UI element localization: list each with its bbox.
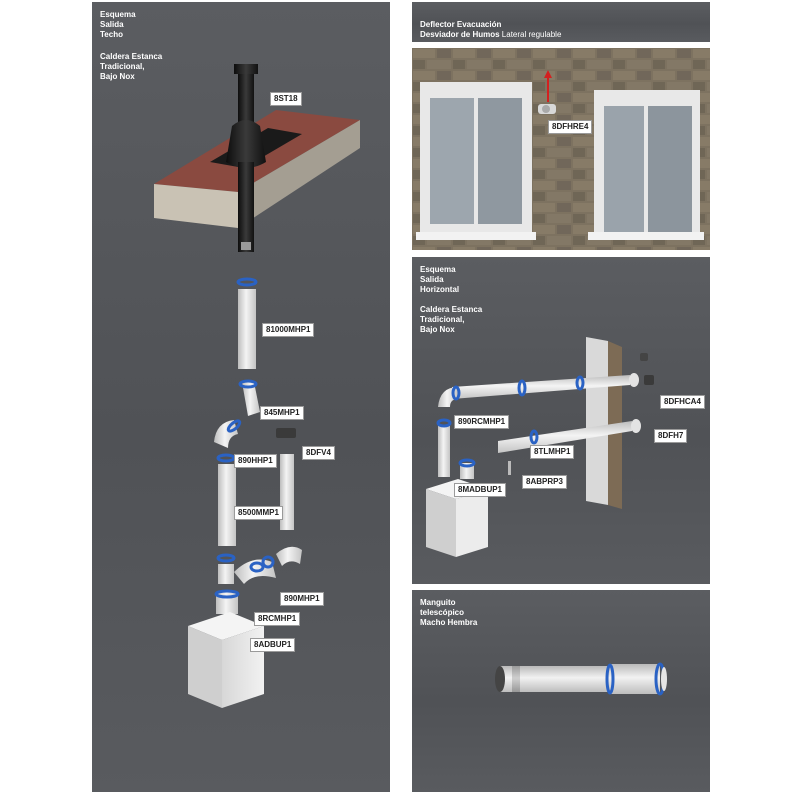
deflector-photo: 8DFHRE4 (412, 48, 710, 250)
panel-horizontal-subtitle: Caldera Estanca Tradicional, Bajo Nox (420, 305, 483, 334)
label-8dfv4: 8DFV4 (302, 446, 335, 460)
label-8madbup1: 8MADBUP1 (454, 483, 507, 497)
panel-telescopic-title: Manguito telescópico Macho Hembra (420, 598, 478, 627)
panel-vertical-subtitle: Caldera Estanca Tradicional, Bajo Nox (100, 52, 163, 81)
label-8dfhca4: 8DFHCA4 (660, 395, 705, 409)
pipe-short (218, 564, 234, 584)
elbow-90hh (214, 420, 238, 448)
roof-terminal-icon (226, 64, 266, 252)
label-845mhp1: 845MHP1 (260, 406, 304, 420)
label-8adbup1: 8ADBUP1 (250, 638, 296, 652)
panel-telescopic: Manguito telescópico Macho Hembra (412, 590, 710, 792)
panel-deflector: Deflector Evacuación Desviador de Humos … (412, 2, 710, 42)
elbow-890m-b (276, 546, 302, 566)
window-right (588, 90, 704, 240)
pipe-8500-b (280, 454, 294, 530)
bracket-8abprp3 (508, 461, 511, 475)
panel-vertical-title: Esquema Salida Techo (100, 10, 136, 39)
deflector-terminal-icon (538, 70, 556, 114)
panel-horizontal-title: Esquema Salida Horizontal (420, 265, 460, 294)
telescopic-sleeve-diagram (495, 662, 667, 696)
window-left (416, 82, 536, 240)
horizontal-diagram (426, 337, 654, 557)
telescopic-sleeve-icon (495, 662, 667, 696)
label-8tlmhp1: 8TLMHP1 (530, 445, 575, 459)
wall-section (586, 337, 622, 509)
label-81000mhp1: 81000MHP1 (262, 323, 315, 337)
pipe-upper (452, 375, 630, 399)
label-890mhp1: 890MHP1 (280, 592, 324, 606)
elbow-45 (242, 382, 260, 416)
panel-horizontal-outlet: Esquema Salida Horizontal Caldera Estanc… (412, 257, 710, 584)
cap-8dfv4 (276, 428, 296, 438)
label-8st18: 8ST18 (270, 92, 302, 106)
label-8abprp3: 8ABPRP3 (522, 475, 567, 489)
pipe-8500 (218, 464, 236, 546)
label-8dfh7: 8DFH7 (654, 429, 688, 443)
label-890rcmhp1: 890RCMHP1 (454, 415, 510, 429)
deflector-wall-scene (412, 48, 710, 250)
boiler-horizontal-icon (426, 479, 488, 557)
label-8dfhre4: 8DFHRE4 (548, 120, 593, 134)
pipe-vertical (438, 425, 450, 477)
cap-top (640, 353, 648, 361)
label-8500mmp1: 8500MMP1 (234, 506, 283, 520)
panel-deflector-title: Deflector Evacuación Desviador de Humos … (420, 20, 562, 39)
boiler-icon (188, 612, 264, 708)
label-8rcmhp1: 8RCMHP1 (254, 612, 301, 626)
label-890hhp1: 890HHP1 (234, 454, 277, 468)
cap-8dfhca4 (644, 375, 654, 385)
pipe-81000 (238, 289, 256, 369)
vertical-diagram (154, 64, 360, 708)
panel-vertical-outlet: Esquema Salida Techo Caldera Estanca Tra… (92, 2, 390, 792)
